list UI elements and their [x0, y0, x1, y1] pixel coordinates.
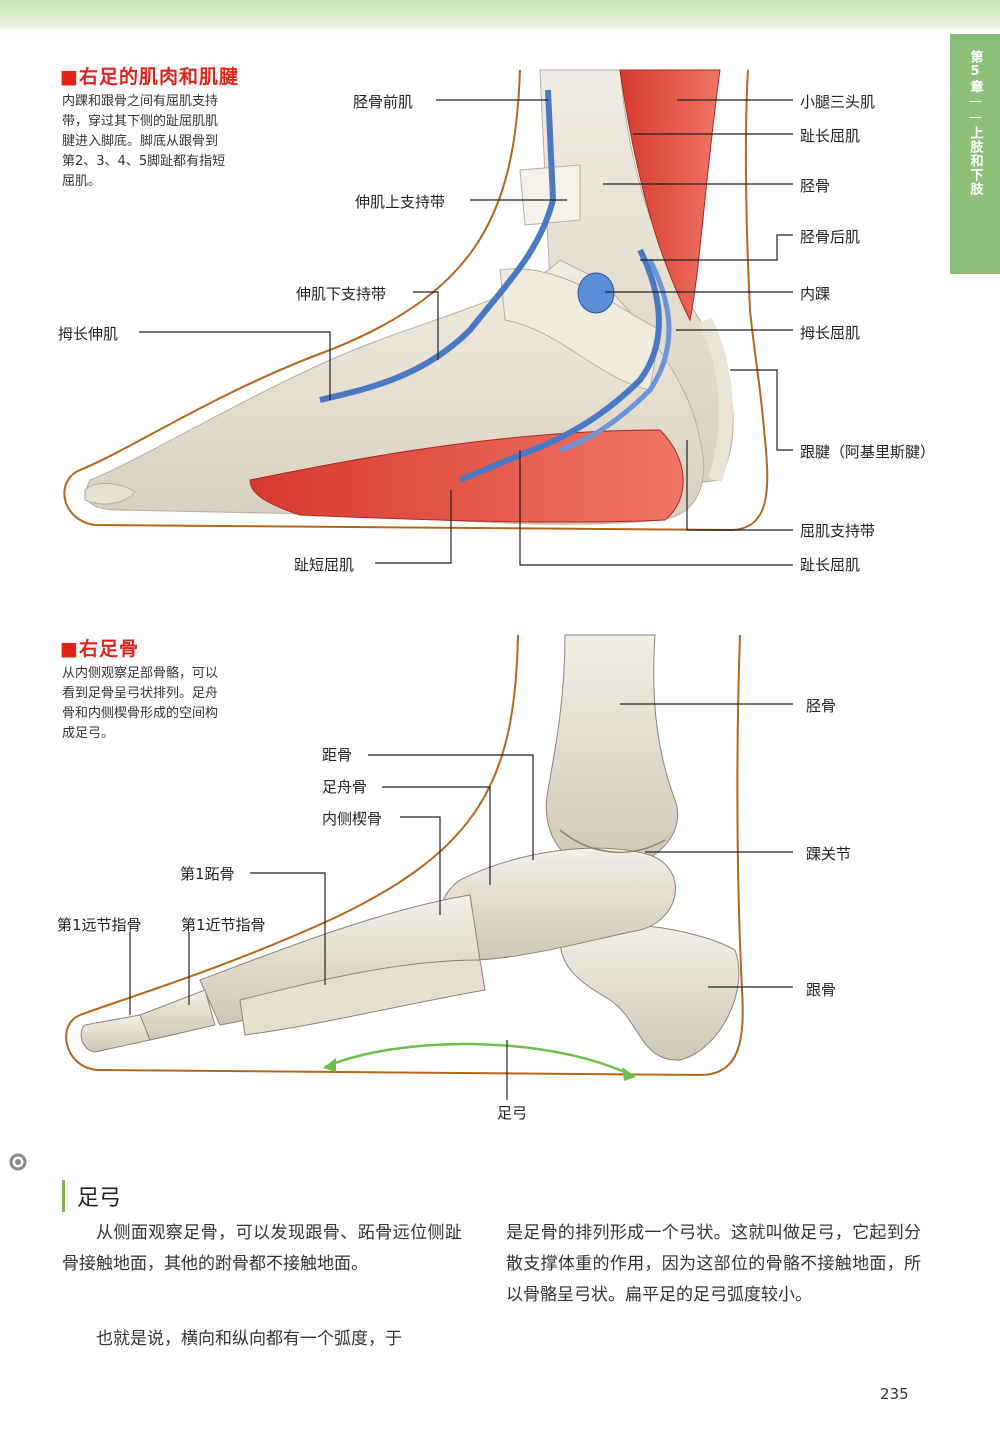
article-paragraph-2: 也就是说，横向和纵向都有一个弧度，于 — [96, 1329, 402, 1349]
bones-section-title: ■右足骨 — [60, 638, 139, 660]
label-inferior-extensor-retinaculum: 伸肌下支持带 — [296, 285, 387, 303]
label-medial-cuneiform: 内侧楔骨 — [322, 810, 383, 828]
label-first-metatarsal: 第1跖骨 — [180, 865, 235, 883]
chapter-separator: —— — [967, 94, 983, 126]
label-tibia-bone-view: 胫骨 — [806, 697, 837, 715]
label-flexor-digitorum-longus-bottom: 趾长屈肌 — [800, 556, 861, 574]
label-flexor-digitorum-brevis: 趾短屈肌 — [294, 556, 355, 574]
label-superior-extensor-retinaculum: 伸肌上支持带 — [355, 193, 446, 211]
foot-muscles-illustration — [63, 69, 793, 566]
label-first-proximal-phalanx: 第1近节指骨 — [181, 916, 266, 934]
chapter-tab[interactable]: 第5章——上肢和下肢 — [950, 34, 1000, 274]
top-band — [0, 0, 1000, 34]
label-tibia-muscle-view: 胫骨 — [800, 177, 831, 195]
bones-section-description: 从内侧观察足部骨骼，可以 看到足骨呈弓状排列。足舟 骨和内侧楔骨形成的空间构 成… — [62, 666, 219, 741]
label-tibialis-anterior: 胫骨前肌 — [353, 93, 414, 111]
article-paragraph-1: 从侧面观察足骨，可以发现跟骨、跖骨远位侧趾骨接触地面，其他的跗骨都不接触地面。 — [62, 1223, 462, 1274]
label-achilles-tendon: 跟腱（阿基里斯腱） — [800, 443, 936, 461]
label-flexor-digitorum-longus-top: 趾长屈肌 — [800, 127, 861, 145]
label-flexor-hallucis-longus: 拇长屈肌 — [800, 324, 861, 342]
article-paragraph-3: 是足骨的排列形成一个弓状。这就叫做足弓，它起到分散支撑体重的作用，因为这部位的骨… — [506, 1223, 921, 1305]
article-title: 足弓 — [62, 1180, 121, 1212]
chapter-number: 第5章 — [967, 50, 983, 94]
label-medial-malleolus: 内踝 — [800, 285, 831, 303]
label-extensor-hallucis-longus: 拇长伸肌 — [58, 325, 119, 343]
label-talus: 距骨 — [322, 746, 353, 764]
muscles-section-title: ■右足的肌肉和肌腱 — [60, 66, 239, 88]
label-first-distal-phalanx: 第1远节指骨 — [57, 916, 142, 934]
label-tibialis-posterior: 胫骨后肌 — [800, 228, 861, 246]
label-ankle-joint: 踝关节 — [806, 845, 852, 863]
label-arch: 足弓 — [497, 1104, 528, 1122]
foot-bones-illustration — [65, 634, 793, 1100]
label-flexor-retinaculum: 屈肌支持带 — [800, 522, 876, 540]
label-navicular: 足舟骨 — [322, 778, 368, 796]
label-triceps-surae: 小腿三头肌 — [800, 93, 876, 111]
refresh-icon — [9, 1153, 27, 1171]
chapter-topic: 上肢和下肢 — [967, 126, 983, 196]
muscles-section-description: 内踝和跟骨之间有屈肌支持 带，穿过其下侧的趾屈肌肌 腱进入脚底。脚底从跟骨到 第… — [62, 94, 226, 189]
page-number: 235 — [880, 1385, 909, 1403]
label-calcaneus: 跟骨 — [806, 981, 837, 999]
